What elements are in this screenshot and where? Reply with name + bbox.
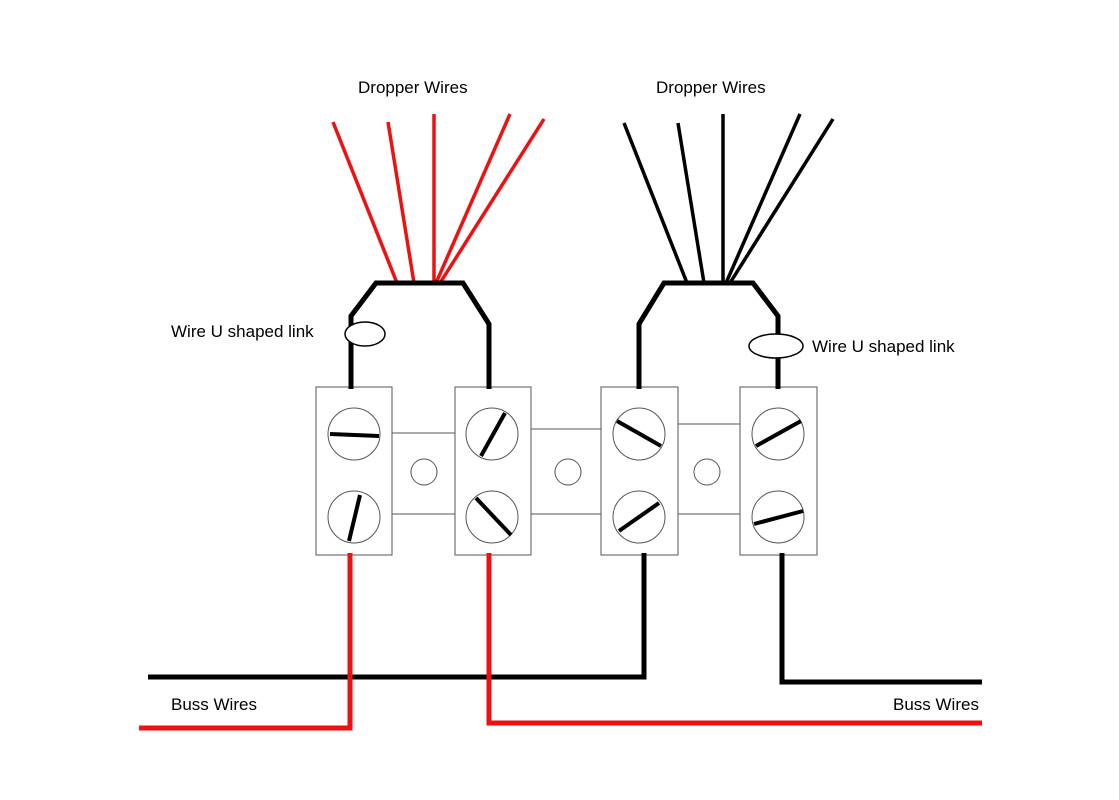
red-buss-wire-right — [486, 553, 982, 726]
buss-wires-label-left: Buss Wires — [171, 695, 257, 714]
screw-4-bottom — [751, 490, 805, 544]
screw-slot-2-bottom — [474, 496, 513, 537]
screw-3-bottom — [612, 490, 666, 544]
u-shaped-link-right — [636, 280, 781, 389]
buss-wires-label-right: Buss Wires — [893, 695, 979, 714]
red-dropper-wire-2 — [386, 121, 416, 284]
screw-slot-1-bottom — [347, 494, 362, 542]
screw-2-top — [465, 407, 519, 461]
screw-slot-3-bottom — [617, 501, 661, 533]
black-dropper-wire-1 — [622, 122, 689, 284]
terminal-1 — [315, 386, 393, 556]
mounting-hole-2 — [554, 458, 582, 486]
screw-slot-4-top — [755, 419, 802, 448]
screw-slot-1-top — [329, 432, 380, 438]
screw-slot-2-top — [479, 412, 507, 457]
screw-4-top — [751, 407, 805, 461]
terminal-block — [315, 386, 818, 556]
screw-2-bottom — [465, 490, 519, 544]
black-dropper-wire-2 — [676, 122, 706, 284]
black-dropper-wires — [622, 113, 835, 284]
link-marker-left — [344, 321, 386, 347]
link-markers — [344, 321, 804, 359]
dropper-wires-label-right: Dropper Wires — [656, 78, 766, 97]
u-shaped-links — [348, 280, 781, 389]
terminal-2 — [454, 386, 532, 556]
black-buss-wire-right — [779, 553, 982, 685]
dropper-wires-label-left: Dropper Wires — [358, 78, 468, 97]
mounting-hole-3 — [693, 458, 721, 486]
red-dropper-wire-4 — [434, 113, 512, 284]
red-buss-wire-left — [139, 553, 353, 731]
u-shaped-link-label-right: Wire U shaped link — [812, 337, 955, 356]
mounting-hole-1 — [410, 458, 438, 486]
red-dropper-wire-5 — [438, 118, 546, 284]
black-dropper-wire-4 — [724, 113, 802, 284]
red-dropper-wire-1 — [331, 121, 399, 284]
screw-slot-3-top — [616, 419, 662, 448]
screw-1-bottom — [327, 490, 381, 544]
screw-3-top — [612, 407, 666, 461]
black-buss-wiring — [148, 553, 982, 685]
black-dropper-wire-5 — [728, 118, 835, 284]
red-dropper-wires — [331, 113, 546, 284]
terminal-3 — [600, 386, 679, 556]
red-buss-wiring — [139, 553, 982, 731]
screw-slot-4-bottom — [753, 509, 804, 526]
screw-1-top — [327, 407, 381, 461]
link-marker-right — [748, 333, 804, 359]
terminal-4 — [739, 386, 818, 556]
screw-slots — [329, 412, 804, 542]
u-shaped-link-label-left: Wire U shaped link — [171, 322, 314, 341]
black-buss-wire-left — [148, 553, 647, 680]
